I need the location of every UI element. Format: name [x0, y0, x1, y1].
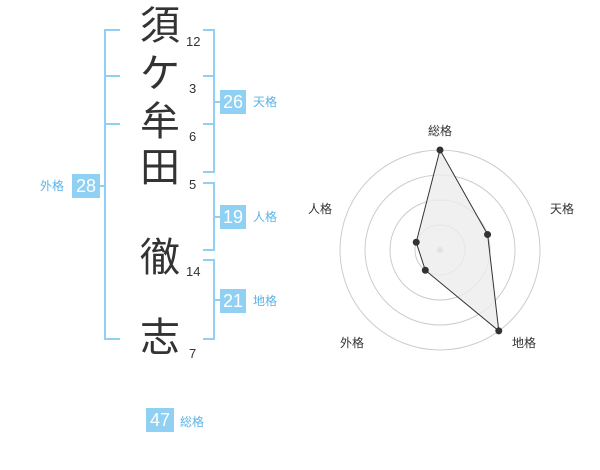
radar-axis-label-tenkaku: 天格 — [550, 202, 575, 216]
gaikaku-bracket-tick-3 — [100, 185, 106, 187]
name-char-1: 須 — [140, 3, 180, 49]
tenkaku-bracket-mid-2 — [203, 123, 215, 125]
gaikaku-bracket-bottom — [104, 338, 120, 340]
jinkaku-value-badge: 19 — [220, 205, 246, 229]
jinkaku-label: 人格 — [253, 210, 278, 224]
tenkaku-bracket-mid-1 — [203, 75, 215, 77]
radar-point-1 — [436, 146, 444, 154]
radar-axis-label-jinkaku: 人格 — [308, 202, 333, 216]
jinkaku-bracket-bottom — [203, 249, 215, 251]
chikaku-value-badge: 21 — [220, 289, 246, 313]
chikaku-bracket-vertical — [213, 259, 215, 340]
tenkaku-bracket-connector — [215, 101, 221, 103]
name-char-6: 志 — [140, 315, 180, 361]
soukaku-value-badge: 47 — [146, 408, 174, 432]
jinkaku-bracket-connector — [215, 216, 221, 218]
soukaku-label: 総格 — [180, 415, 205, 429]
tenkaku-label: 天格 — [253, 95, 278, 109]
radar-point-5 — [412, 238, 420, 246]
radar-point-4 — [421, 266, 429, 274]
name-char-4: 田 — [140, 145, 180, 191]
radar-point-2 — [484, 231, 492, 239]
chikaku-bracket-connector — [215, 299, 221, 301]
stroke-count-4: 5 — [189, 177, 197, 192]
chikaku-label: 地格 — [253, 294, 278, 308]
chikaku-bracket-top — [203, 259, 215, 261]
gaikaku-bracket-vertical — [104, 29, 106, 340]
gaikaku-bracket-top — [104, 29, 120, 31]
gaikaku-bracket-tick-2 — [104, 123, 120, 125]
tenkaku-bracket-bottom — [203, 171, 215, 173]
stroke-count-2: 3 — [189, 81, 197, 96]
stroke-count-1: 12 — [186, 34, 201, 49]
stroke-count-5: 14 — [186, 264, 201, 279]
jinkaku-bracket-vertical — [213, 182, 215, 251]
chikaku-bracket-bottom — [203, 338, 215, 340]
stroke-count-3: 6 — [189, 129, 197, 144]
gaikaku-value-badge: 28 — [72, 174, 100, 198]
radar-axis-label-chikaku: 地格 — [512, 336, 537, 350]
gaikaku-bracket-tick-1 — [104, 75, 120, 77]
tenkaku-value-badge: 26 — [220, 90, 246, 114]
name-char-5: 徹 — [140, 235, 180, 281]
jinkaku-bracket-top — [203, 182, 215, 184]
radar-axis-label-soukaku: 総格 — [428, 124, 453, 138]
name-char-2: ケ — [140, 51, 180, 97]
radar-area — [415, 148, 500, 333]
tenkaku-bracket-top — [203, 29, 215, 31]
gaikaku-label: 外格 — [40, 179, 65, 193]
tenkaku-bracket-vertical — [213, 29, 215, 173]
stroke-count-6: 7 — [189, 346, 197, 361]
radar-point-3 — [495, 327, 503, 335]
name-char-3: 牟 — [140, 99, 180, 145]
radar-axis-label-gaikaku: 外格 — [340, 336, 365, 350]
